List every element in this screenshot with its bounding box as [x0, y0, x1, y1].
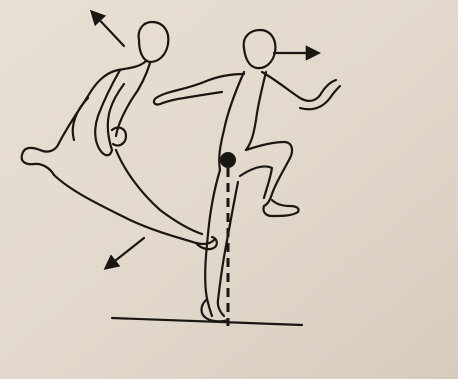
- pivot-point-icon: [220, 152, 236, 168]
